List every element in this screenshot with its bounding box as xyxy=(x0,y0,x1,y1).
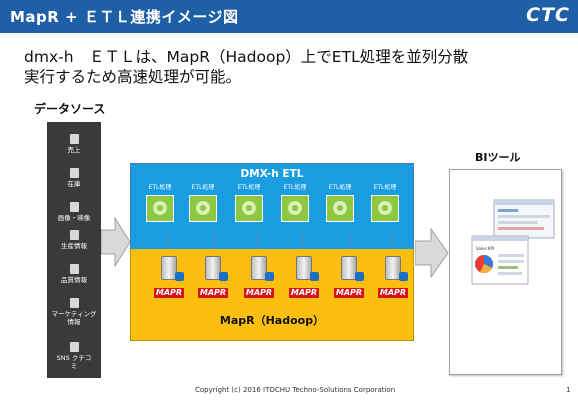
database-icon xyxy=(219,272,228,281)
source-item-image-video: 画像・映像 xyxy=(47,202,101,222)
input-arrow-icon xyxy=(101,216,131,268)
dashboard-screenshot-icon: Sales KPI xyxy=(471,199,555,285)
mapr-node: MAPR xyxy=(192,256,234,299)
etl-label: ETL処理 xyxy=(191,184,215,191)
etl-process-block: ETL処理 xyxy=(230,184,268,222)
etl-gear-box xyxy=(326,195,354,222)
etl-gear-box xyxy=(371,195,399,222)
server-icon xyxy=(296,256,319,281)
etl-process-block: ETL処理 xyxy=(321,184,359,222)
mapr-logo: MAPR xyxy=(288,288,320,298)
etl-process-block: ETL処理 xyxy=(366,184,404,222)
document-icon xyxy=(69,298,79,308)
camera-icon xyxy=(69,202,79,212)
server-icon xyxy=(251,256,274,281)
speech-bubble-icon xyxy=(69,342,79,352)
server-icon xyxy=(205,256,228,281)
mapr-logo: MAPR xyxy=(333,288,365,298)
etl-process-block: ETL処理 xyxy=(276,184,314,222)
bi-chart-title: Sales KPI xyxy=(476,246,494,251)
bi-tool-label: BIツール xyxy=(475,151,521,164)
connector-line xyxy=(303,231,304,258)
etl-gear-box xyxy=(146,195,174,222)
source-item-label: マーケティング情報 xyxy=(51,310,97,326)
source-item-quality: 品質情報 xyxy=(47,264,101,284)
gear-icon xyxy=(153,201,167,215)
bi-tool-panel: Sales KPI xyxy=(449,169,562,375)
source-item-label: 生産情報 xyxy=(61,242,87,250)
mapr-node: MAPR xyxy=(283,256,325,299)
etl-process-block: ETL処理 xyxy=(184,184,222,222)
connector-line xyxy=(258,231,259,258)
source-item-label: 画像・映像 xyxy=(57,214,91,222)
etl-label: ETL処理 xyxy=(237,184,261,191)
source-item-sns: SNS クチコミ xyxy=(47,342,101,370)
server-icon xyxy=(161,256,184,281)
etl-process-block: ETL処理 xyxy=(141,184,179,222)
gear-icon xyxy=(378,201,392,215)
connector-line xyxy=(212,231,213,258)
source-item-label: 売上 xyxy=(67,146,81,154)
data-source-panel: 売上 在庫 画像・映像 生産情報 品質情報 マーケティング情報 SNS クチコミ xyxy=(47,122,101,378)
database-icon xyxy=(310,272,319,281)
source-item-production: 生産情報 xyxy=(47,230,101,250)
source-item-label: SNS クチコミ xyxy=(56,354,92,370)
gear-icon xyxy=(196,201,210,215)
database-icon xyxy=(355,272,364,281)
source-item-sales: 売上 xyxy=(47,134,101,154)
database-icon xyxy=(399,272,408,281)
copyright-text: Copyright (c) 2016 ITOCHU Techno-Solutio… xyxy=(195,386,396,394)
connector-line xyxy=(392,231,393,258)
page-number: 1 xyxy=(566,386,571,394)
connector-line xyxy=(168,231,169,258)
server-icon xyxy=(341,256,364,281)
database-icon xyxy=(175,272,184,281)
mapr-node: MAPR xyxy=(372,256,414,299)
mapr-logo: MAPR xyxy=(243,288,275,298)
connector-line xyxy=(348,231,349,258)
mapr-logo: MAPR xyxy=(153,288,185,298)
document-icon xyxy=(69,134,79,144)
gear-icon xyxy=(333,201,347,215)
etl-label: ETL処理 xyxy=(283,184,307,191)
description-text: dmx-h ＥＴＬは、MapR（Hadoop）上でETL処理を並列分散 実行する… xyxy=(24,47,564,87)
title-bar: MapR + ＥＴＬ連携イメージ図 CTC xyxy=(0,0,578,33)
etl-gear-box xyxy=(281,195,309,222)
data-source-label: データソース xyxy=(34,102,106,116)
mapr-node: MAPR xyxy=(148,256,190,299)
source-item-label: 在庫 xyxy=(67,180,81,188)
etl-label: ETL処理 xyxy=(373,184,397,191)
mapr-title: MapR（Hadoop） xyxy=(219,314,325,327)
mapr-logo: MAPR xyxy=(197,288,229,298)
output-arrow-icon xyxy=(415,228,449,278)
document-icon xyxy=(69,168,79,178)
description-line-2: 実行するため高速処理が可能。 xyxy=(24,68,242,86)
source-item-label: 品質情報 xyxy=(61,276,87,284)
document-icon xyxy=(69,230,79,240)
ctc-logo: CTC xyxy=(526,4,570,26)
dmx-h-etl-panel: DMX-h ETL ETL処理 ETL処理 ETL処理 ETL処理 ETL処理 … xyxy=(130,163,414,251)
etl-gear-box xyxy=(189,195,217,222)
etl-label: ETL処理 xyxy=(148,184,172,191)
source-item-marketing: マーケティング情報 xyxy=(47,298,101,326)
server-icon xyxy=(385,256,408,281)
mapr-logo: MAPR xyxy=(377,288,409,298)
gear-icon xyxy=(288,201,302,215)
description-line-1: dmx-h ＥＴＬは、MapR（Hadoop）上でETL処理を並列分散 xyxy=(24,48,469,66)
source-item-inventory: 在庫 xyxy=(47,168,101,188)
page-title: MapR + ＥＴＬ連携イメージ図 xyxy=(10,8,239,26)
mapr-hadoop-panel: MAPR MAPR MAPR MAPR MAPR MAPR MapR（Hadoo… xyxy=(130,249,414,341)
mapr-node: MAPR xyxy=(238,256,280,299)
etl-label: ETL処理 xyxy=(328,184,352,191)
etl-gear-box xyxy=(235,195,263,222)
document-icon xyxy=(69,264,79,274)
database-icon xyxy=(265,272,274,281)
gear-icon xyxy=(242,201,256,215)
mapr-node: MAPR xyxy=(328,256,370,299)
dmx-title: DMX-h ETL xyxy=(240,168,304,180)
